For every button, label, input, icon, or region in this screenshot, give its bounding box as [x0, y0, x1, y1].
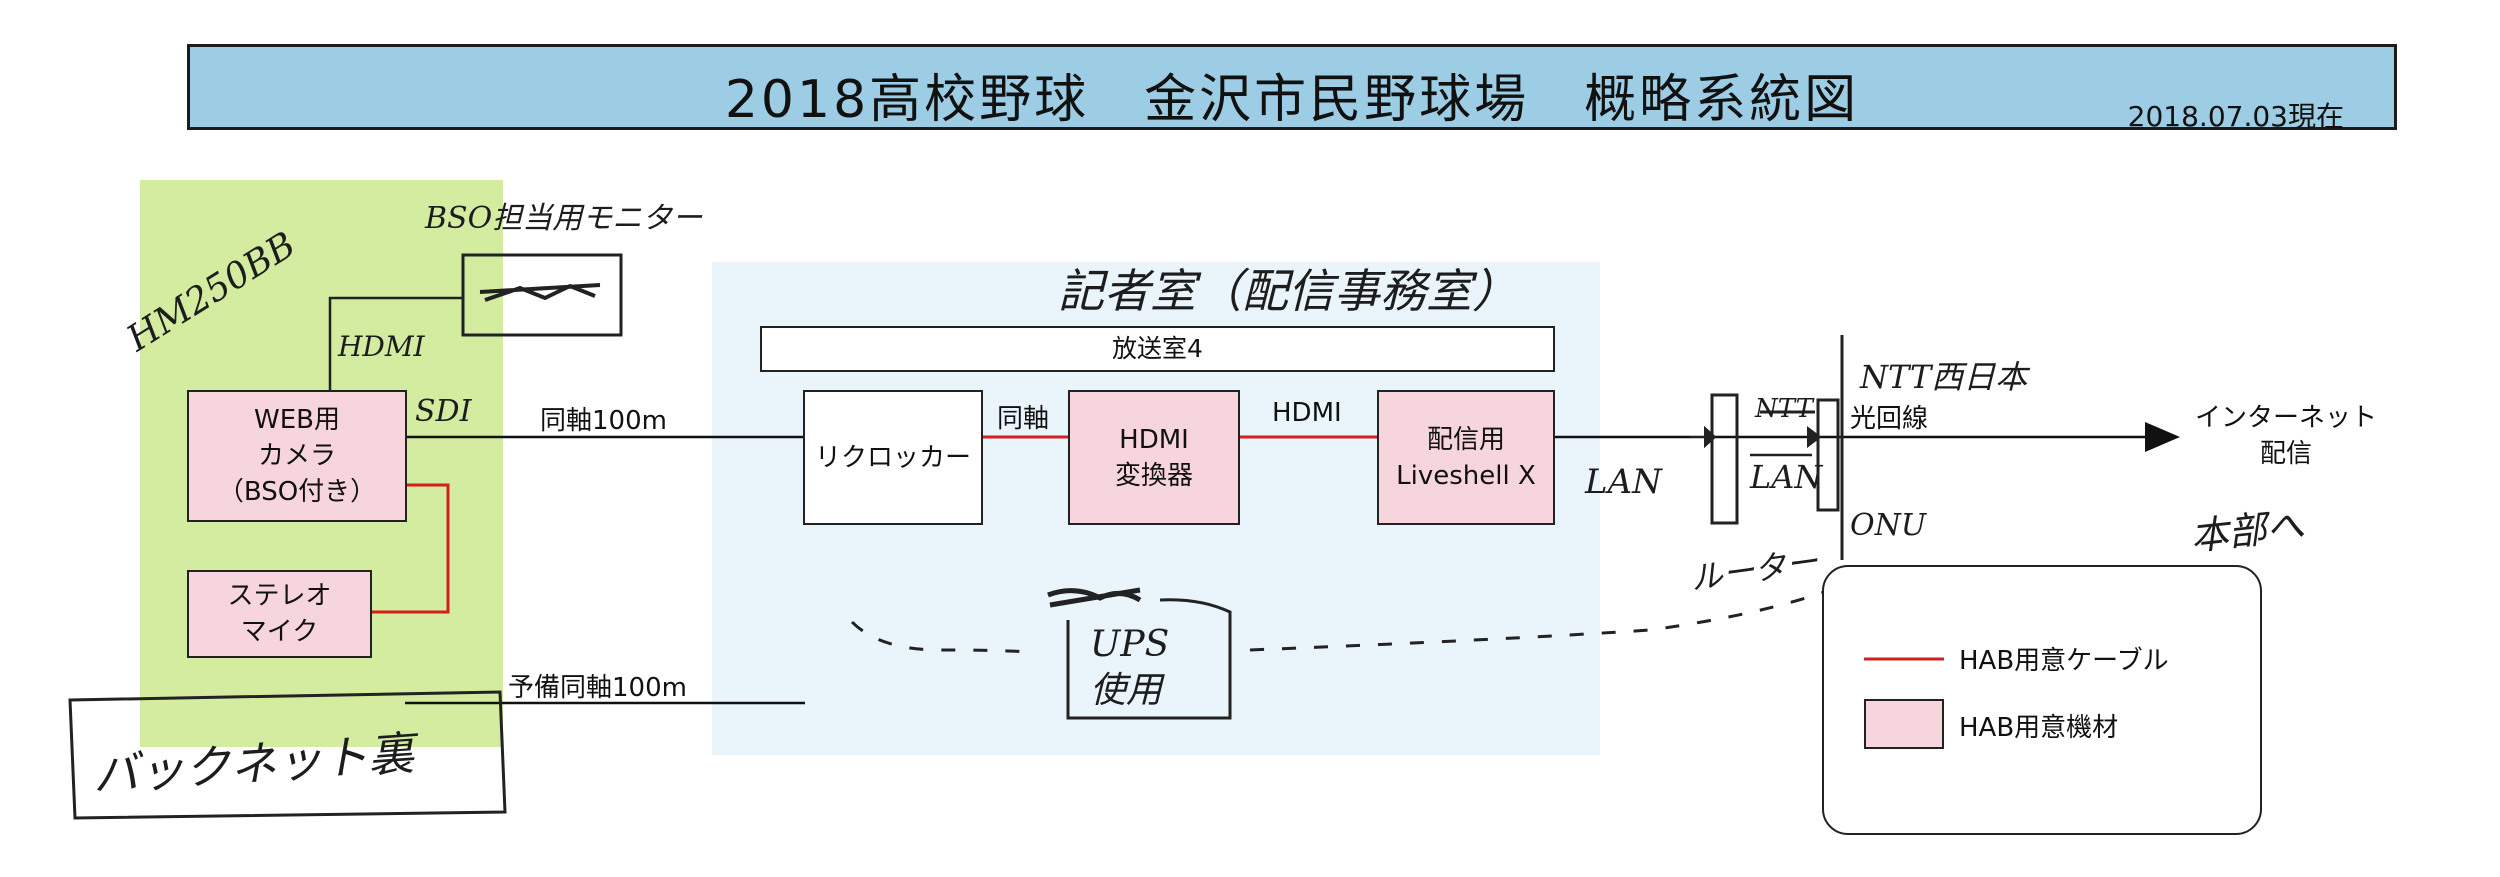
ntt-west-note: NTT西日本	[1860, 358, 2028, 396]
coax-label: 同軸	[997, 404, 1050, 434]
stereo-mic-box: ステレオ マイク	[187, 570, 372, 658]
ups-box-sketch	[1066, 598, 1232, 720]
ups-dashed-sketch	[850, 588, 1831, 654]
web-camera-box: WEB用 カメラ （BSO付き）	[187, 390, 407, 522]
bso-monitor-note: BSO担当用モニター	[425, 201, 703, 236]
ups-scribble	[1047, 587, 1142, 608]
legend-cable-label: HAB用意ケーブル	[1959, 646, 2169, 676]
router-arrow-sketch	[1690, 425, 1717, 449]
backnet-box-sketch	[68, 690, 507, 820]
hdmi-label: HDMI	[1272, 398, 1342, 428]
liveshell-box: 配信用 Liveshell X	[1377, 390, 1555, 525]
mic-cable	[372, 483, 450, 614]
onu-note: ONU	[1850, 508, 1927, 543]
hdmi-converter-box: HDMI 変換器	[1068, 390, 1240, 525]
fiber-label: 光回線	[1850, 404, 1929, 434]
monitor-hdmi-sketch	[328, 296, 463, 390]
broadcast-room-box: 放送室4	[760, 326, 1555, 372]
press-room-note: 記者室（配信事務室）	[1058, 264, 1518, 318]
lan-note-1: LAN	[1585, 462, 1662, 502]
onu-sketch	[1816, 398, 1840, 512]
monitor-sketch	[461, 253, 623, 337]
legend-equipment-swatch	[1864, 699, 1944, 749]
ntt-note: NTT	[1755, 394, 1813, 424]
spare-coax-label: 予備同軸100m	[508, 673, 687, 703]
router-sketch	[1710, 393, 1739, 525]
coax-100m-label: 同軸100m	[540, 406, 667, 436]
hdmi-note: HDMI	[338, 330, 425, 363]
legend-cable-swatch	[1864, 657, 1944, 661]
diagram-date: 2018.07.03現在	[2127, 100, 2344, 133]
diagram-title: 2018高校野球 金沢市民野球場 概略系統図	[724, 70, 1860, 130]
reclocker-box: リクロッカー	[803, 390, 983, 525]
legend: HAB用意ケーブル HAB用意機材	[1822, 565, 2262, 835]
title-bar: 2018高校野球 金沢市民野球場 概略系統図 2018.07.03現在	[187, 44, 2397, 133]
legend-equipment-label: HAB用意機材	[1959, 713, 2119, 743]
sdi-note: SDI	[415, 394, 472, 429]
ups-note: UPS 使用	[1090, 624, 1170, 711]
lan-note-2: LAN	[1750, 458, 1823, 496]
onu-arrow-sketch	[1807, 426, 1822, 448]
internet-label: インターネット 配信	[2195, 403, 2378, 469]
monitor-scribble	[479, 283, 601, 302]
